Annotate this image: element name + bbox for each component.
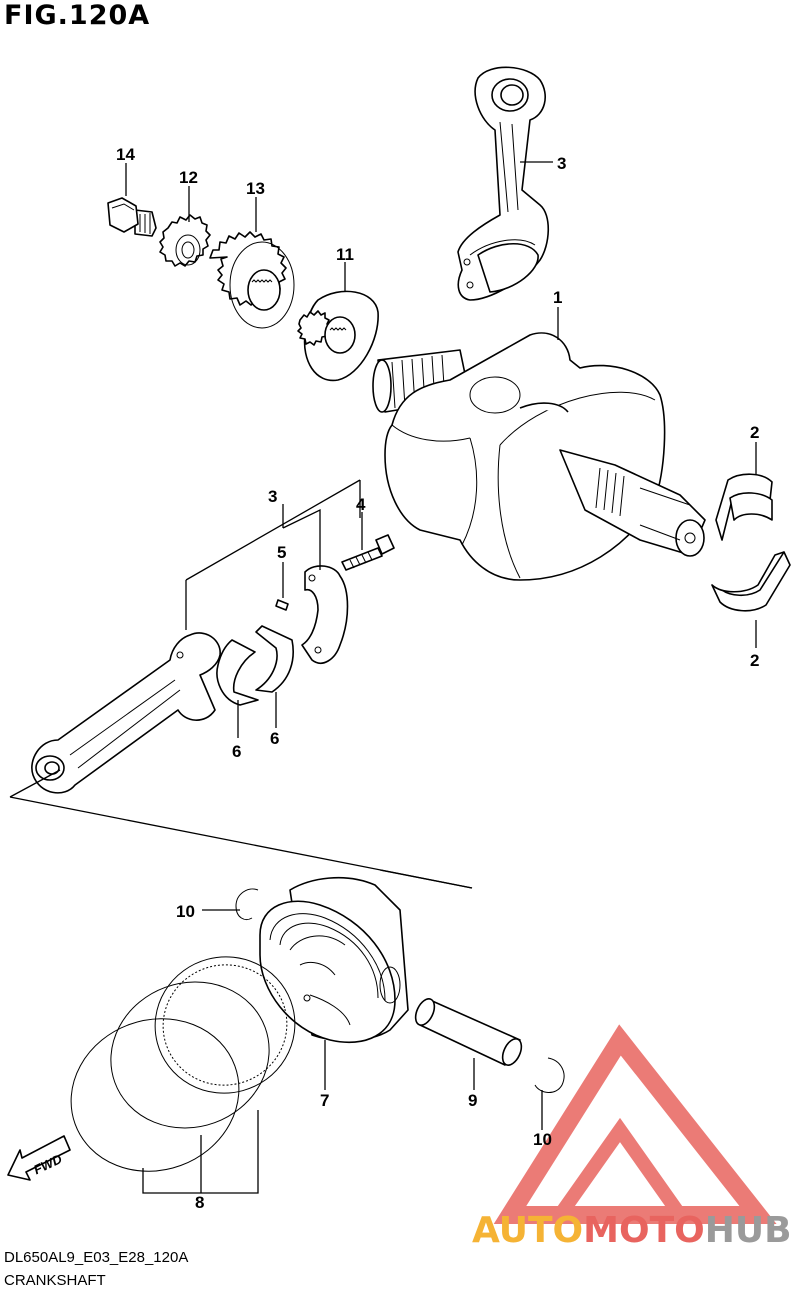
fwd-arrow: FWD (7, 1135, 71, 1181)
part-8-piston-rings (70, 956, 296, 1172)
callout-3-top: 3 (557, 154, 566, 173)
part-11-gear-plate (297, 290, 379, 382)
part-5-pin (275, 599, 289, 611)
callout-11: 11 (336, 245, 354, 264)
leader-lines (9, 161, 757, 1194)
part-13-gear (209, 231, 295, 329)
part-10-clip-upper (235, 888, 259, 920)
part-2-bearing-lower (711, 551, 791, 612)
watermark-moto: MOTO (583, 1210, 705, 1251)
callout-2-upper: 2 (750, 423, 759, 442)
part-7-piston (259, 876, 409, 1044)
watermark-text: AUTOMOTOHUB (472, 1210, 792, 1251)
callout-labels: 14 12 13 11 3 1 2 2 3 4 5 6 6 10 7 9 10 … (116, 145, 759, 1212)
watermark-auto: AUTO (472, 1210, 583, 1251)
watermark-logo (493, 1024, 777, 1224)
part-4-bolt (341, 534, 395, 571)
callout-6-right: 6 (270, 729, 279, 748)
part-2-bearing-upper (715, 473, 773, 541)
callout-12: 12 (179, 168, 198, 187)
callout-3-bottom: 3 (268, 487, 277, 506)
callout-14: 14 (116, 145, 135, 164)
callout-8: 8 (195, 1193, 204, 1212)
part-9-piston-pin (414, 998, 523, 1066)
callout-4: 4 (356, 495, 366, 514)
part-1-crankshaft (372, 332, 706, 581)
drawing-name: CRANKSHAFT (4, 1272, 106, 1289)
callout-10-lower: 10 (533, 1130, 552, 1149)
watermark-hub: HUB (705, 1210, 792, 1251)
part-3-connecting-rod-bottom (31, 565, 349, 794)
figure-title: FIG.120A (4, 0, 151, 31)
callout-1: 1 (553, 288, 562, 307)
callout-2-lower: 2 (750, 651, 759, 670)
callout-5: 5 (277, 543, 286, 562)
part-6-bearing-b (255, 625, 294, 693)
callout-10-upper: 10 (176, 902, 195, 921)
part-10-clip-lower (534, 1057, 565, 1093)
drawing-code: DL650AL9_E03_E28_120A (4, 1249, 189, 1266)
part-12-gear (159, 214, 211, 267)
part-14-bolt (107, 197, 157, 237)
part-3-connecting-rod-top (457, 66, 550, 301)
part-6-bearing-a (216, 639, 259, 706)
callout-7: 7 (320, 1091, 329, 1110)
callout-6-left: 6 (232, 742, 241, 761)
callout-9: 9 (468, 1091, 477, 1110)
callout-13: 13 (246, 179, 265, 198)
